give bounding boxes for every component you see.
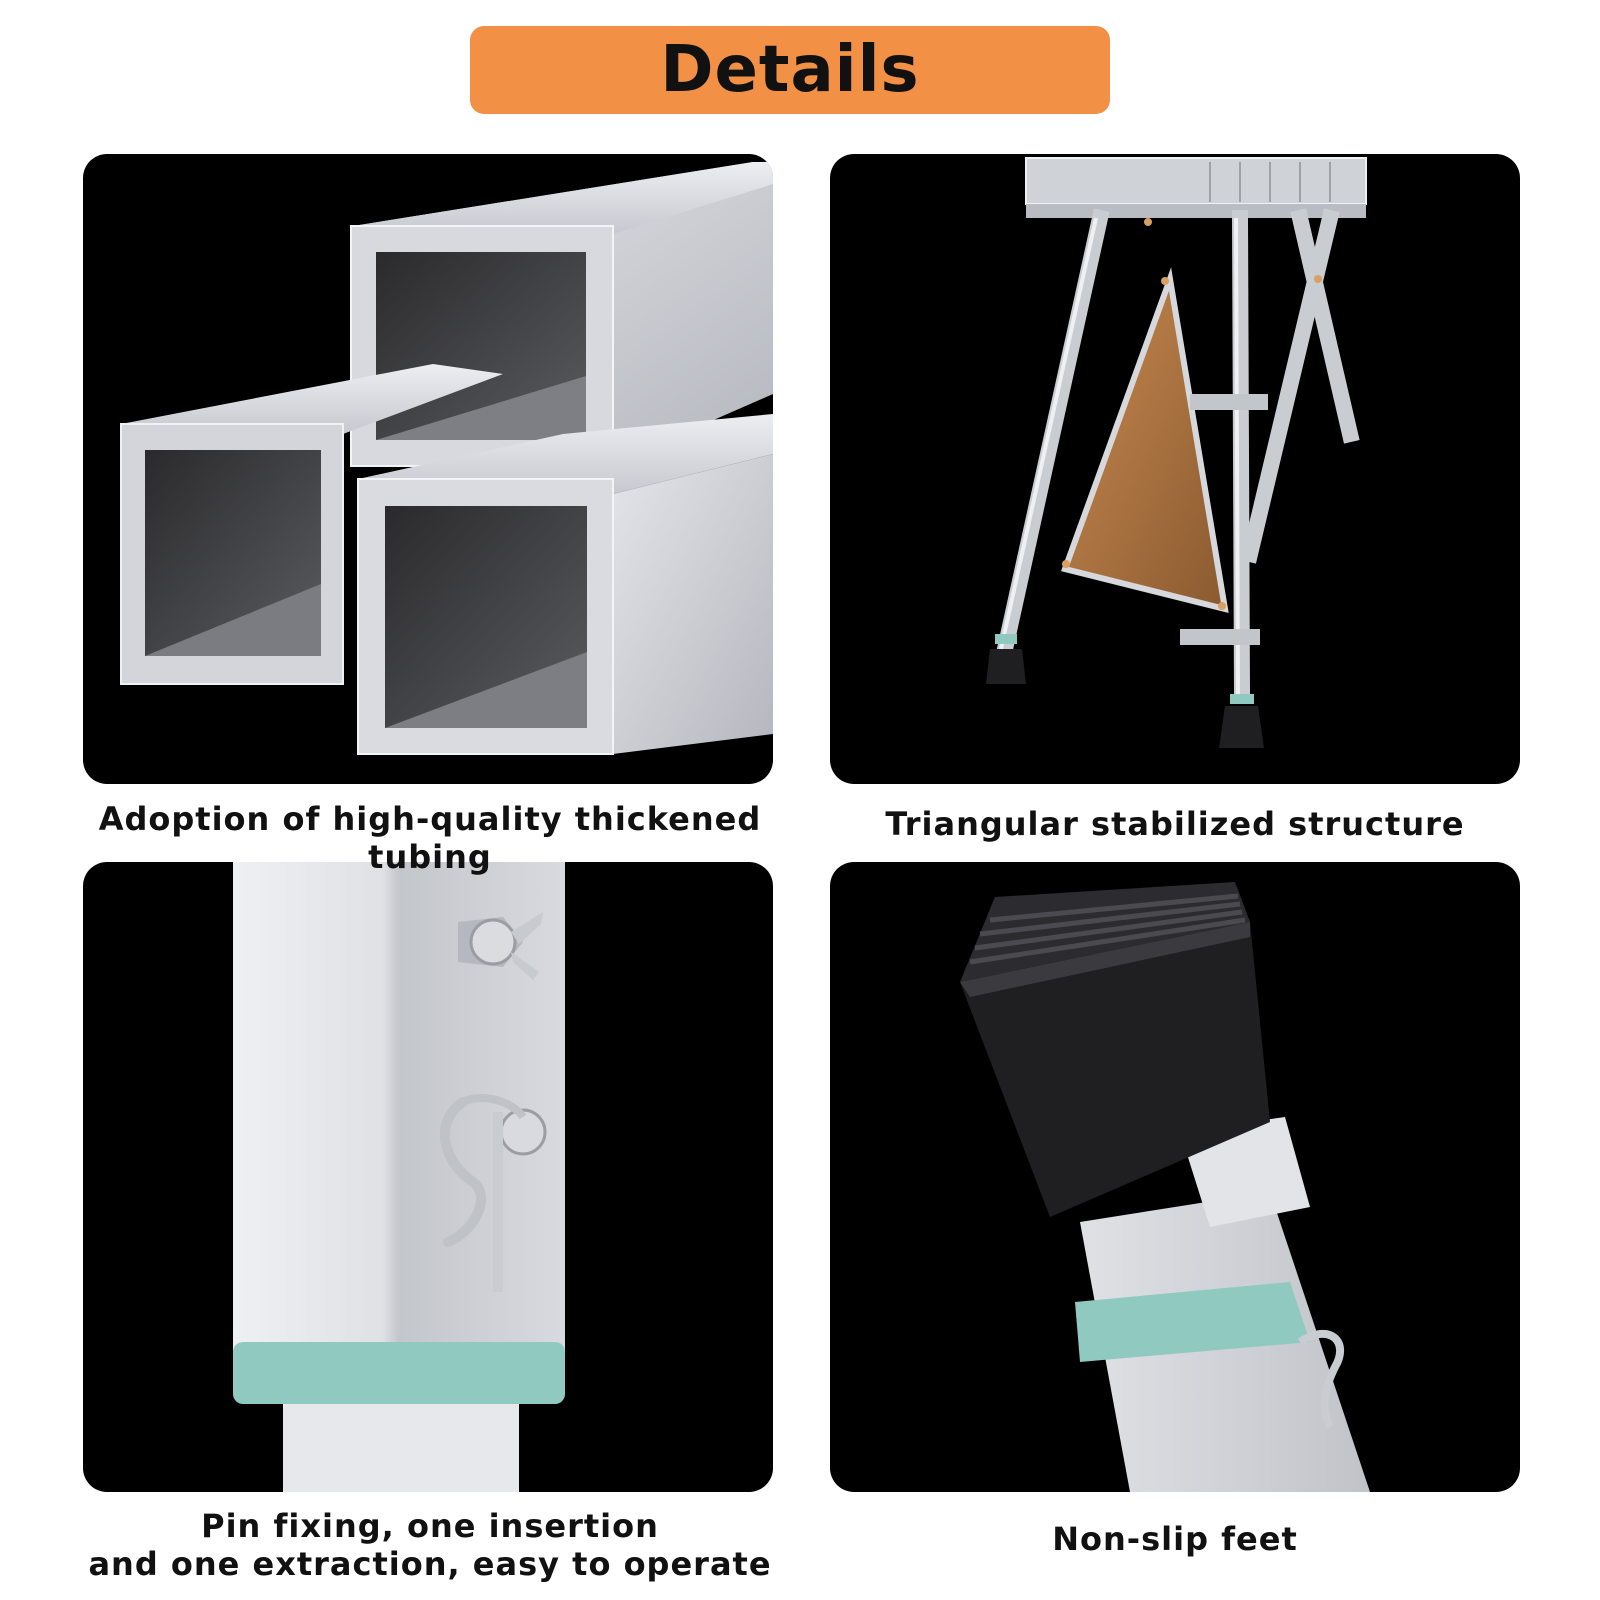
caption-pin-fixing: Pin fixing, one insertion and one extrac…	[40, 1507, 820, 1583]
caption-pin-fixing-line2: and one extraction, easy to operate	[88, 1545, 772, 1583]
header-title: Details	[660, 33, 920, 107]
aluminum-tubes-illustration	[120, 162, 773, 755]
caption-non-slip-feet: Non-slip feet	[1052, 1520, 1298, 1558]
pin-fixing-image	[83, 862, 773, 1492]
details-header: Details	[470, 26, 1110, 114]
non-slip-feet-image	[830, 862, 1520, 1492]
caption-triangular-structure: Triangular stabilized structure	[885, 805, 1465, 843]
pin-fixing-illustration	[233, 862, 565, 1492]
platform-frame-illustration	[986, 157, 1367, 748]
thickened-tubing-image	[83, 154, 773, 784]
rubber-foot-illustration	[960, 882, 1370, 1492]
caption-pin-fixing-line1: Pin fixing, one insertion	[201, 1507, 659, 1545]
triangular-structure-image	[830, 154, 1520, 784]
caption-thickened-tubing: Adoption of high-quality thickened tubin…	[98, 800, 762, 876]
